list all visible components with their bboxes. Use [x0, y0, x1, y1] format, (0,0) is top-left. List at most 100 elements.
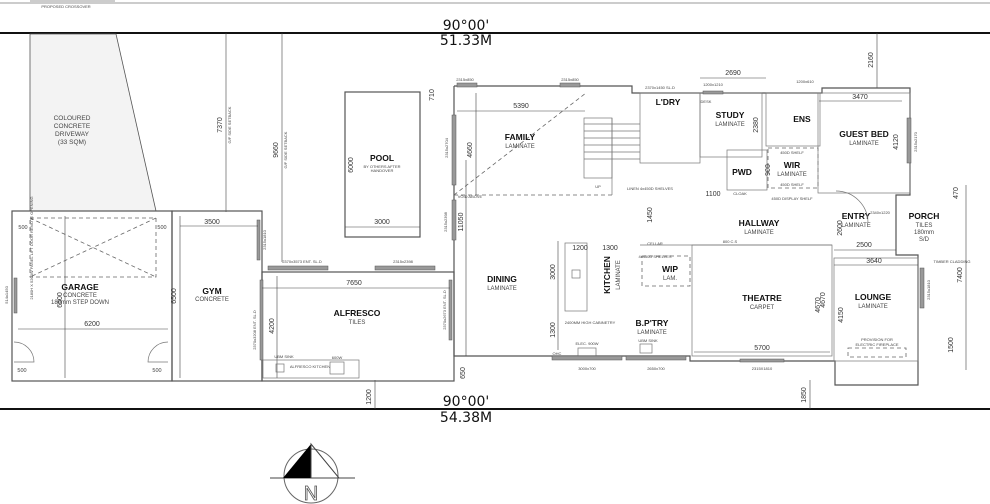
svg-text:1450: 1450: [647, 207, 654, 223]
room-entry: ENTRY LAMINATE 2340x1220 2600 2500: [834, 190, 896, 251]
room-powder: PWD CLOAK 1100: [705, 149, 768, 198]
svg-text:4200: 4200: [269, 318, 276, 334]
svg-text:4670: 4670: [815, 297, 822, 313]
room-hallway: HALLWAY LAMINATE 1450 800 C.S: [640, 207, 832, 246]
svg-text:3000x700: 3000x700: [578, 366, 596, 371]
room-lounge: LOUNGE LAMINATE 3640 4150 4670 PROVISION…: [815, 257, 931, 362]
svg-text:2500: 2500: [856, 242, 872, 249]
svg-text:2315x2170: 2315x2170: [913, 131, 918, 152]
room-family: FAMILY LAMINATE 5390 4660 VOID ABOVE 231…: [429, 77, 640, 199]
svg-text:OHC: OHC: [553, 351, 562, 356]
svg-text:2315x850: 2315x850: [456, 77, 474, 82]
svg-text:3000: 3000: [374, 219, 390, 226]
room-theatre: THEATRE CARPET 5700 4670 2315X1810: [691, 244, 833, 371]
svg-text:2315x2704: 2315x2704: [444, 137, 449, 158]
svg-text:2340x1220: 2340x1220: [870, 210, 891, 215]
svg-text:L'DRY: L'DRY: [656, 97, 681, 107]
room-guest-bed: GUEST BED LAMINATE 3470 4120 2315x2170: [817, 92, 918, 194]
svg-text:COLOURED: COLOURED: [54, 115, 91, 122]
svg-text:(33 SQM): (33 SQM): [58, 139, 86, 146]
svg-text:7400: 7400: [957, 267, 964, 283]
svg-text:LAMINATE: LAMINATE: [777, 172, 807, 178]
svg-text:6500: 6500: [171, 288, 178, 304]
top-boundary: 90°00' 51.33M: [0, 18, 990, 49]
room-wip: WIP LAM. 4x450D SHELVES CELLAR: [638, 241, 691, 287]
svg-text:2370x3573 ENT. SL.D: 2370x3573 ENT. SL.D: [282, 259, 322, 264]
svg-text:TILES: TILES: [916, 223, 933, 229]
bottom-bearing: 90°00': [443, 394, 489, 410]
svg-text:600W: 600W: [332, 355, 343, 360]
room-gym: GYM CONCRETE 3500 6500 2315x1810: [171, 210, 267, 382]
svg-text:2380: 2380: [753, 117, 760, 133]
svg-text:450D DISPLAY SHELF: 450D DISPLAY SHELF: [771, 196, 813, 201]
svg-text:CARPET: CARPET: [750, 305, 775, 311]
svg-text:DINING: DINING: [487, 274, 517, 284]
svg-text:450D SHELF: 450D SHELF: [780, 150, 804, 155]
north-arrow-icon: N: [270, 442, 355, 504]
svg-text:LAMINATE: LAMINATE: [505, 144, 535, 150]
top-length: 51.33M: [440, 33, 492, 49]
svg-text:2315x850: 2315x850: [561, 77, 579, 82]
svg-text:2650x700: 2650x700: [647, 366, 665, 371]
svg-text:BY OTHERS AFTER: BY OTHERS AFTER: [363, 164, 400, 169]
svg-text:HANDOVER: HANDOVER: [371, 168, 394, 173]
svg-text:LAMINATE: LAMINATE: [637, 330, 667, 336]
pool-label: POOL: [370, 153, 394, 163]
svg-text:PWD: PWD: [732, 167, 752, 177]
svg-text:900: 900: [765, 164, 772, 176]
svg-text:LAMINATE: LAMINATE: [487, 286, 517, 292]
room-garage: GARAGE CONCRETE 180mm STEP DOWN 6200 650…: [4, 196, 173, 382]
svg-text:1500: 1500: [948, 337, 955, 353]
svg-text:DRIVEWAY: DRIVEWAY: [55, 131, 90, 138]
svg-text:TILES: TILES: [349, 320, 366, 326]
svg-text:THEATRE: THEATRE: [742, 293, 782, 303]
room-porch: PORCH TILES 180mm S/D 470 7400 1500 TIMB…: [909, 185, 970, 370]
top-bearing: 90°00': [443, 18, 489, 34]
svg-text:2315x1810: 2315x1810: [262, 229, 267, 250]
svg-text:710: 710: [429, 89, 436, 101]
svg-text:1200: 1200: [366, 389, 373, 405]
svg-text:2400MM HIGH CABINETRY: 2400MM HIGH CABINETRY: [565, 320, 616, 325]
svg-text:470: 470: [953, 187, 960, 199]
svg-text:LAMINATE: LAMINATE: [858, 304, 888, 310]
svg-text:450D SHELF: 450D SHELF: [780, 182, 804, 187]
svg-text:LOUNGE: LOUNGE: [855, 292, 892, 302]
svg-text:4150: 4150: [838, 307, 845, 323]
svg-text:6200: 6200: [84, 321, 100, 328]
svg-text:S/D: S/D: [919, 237, 930, 243]
svg-text:CLOAK: CLOAK: [733, 191, 747, 196]
svg-text:7650: 7650: [346, 280, 362, 287]
svg-text:514x1450: 514x1450: [4, 285, 9, 303]
svg-text:ALFRESCO KITCHEN: ALFRESCO KITCHEN: [290, 364, 330, 369]
svg-text:WIP: WIP: [662, 264, 678, 274]
svg-text:2370x3208 ENT. SL.D: 2370x3208 ENT. SL.D: [252, 310, 257, 350]
svg-text:6000: 6000: [348, 157, 355, 173]
svg-text:500: 500: [18, 225, 27, 231]
svg-text:800 C.S: 800 C.S: [723, 239, 738, 244]
svg-text:650: 650: [460, 367, 467, 379]
svg-text:3470: 3470: [852, 94, 868, 101]
svg-text:1200x1210: 1200x1210: [703, 82, 724, 87]
driveway: COLOURED CONCRETE DRIVEWAY (33 SQM): [29, 33, 157, 212]
svg-text:2600: 2600: [837, 220, 844, 236]
svg-text:B.P'TRY: B.P'TRY: [636, 318, 669, 328]
svg-text:LAMINATE: LAMINATE: [715, 122, 745, 128]
svg-text:GYM: GYM: [202, 286, 221, 296]
setback-lines: 7370 G/F SIDE SETBACK 9660 G/F SIDE SETB…: [217, 33, 878, 409]
svg-text:CONCRETE: CONCRETE: [195, 297, 229, 303]
north-label: N: [304, 483, 318, 504]
svg-text:UBM SINK: UBM SINK: [274, 354, 294, 359]
svg-text:4670: 4670: [820, 292, 827, 308]
svg-text:WIR: WIR: [784, 160, 801, 170]
svg-text:3000: 3000: [550, 264, 557, 280]
svg-text:PROVISION FOR: PROVISION FOR: [861, 337, 893, 342]
svg-text:ELEC. 900W: ELEC. 900W: [575, 341, 598, 346]
svg-text:ALFRESCO: ALFRESCO: [334, 308, 381, 318]
bottom-boundary: 90°00' 54.38M: [0, 394, 990, 426]
svg-text:1300: 1300: [550, 322, 557, 338]
room-butlers-pantry: B.P'TRY LAMINATE UBM SINK 2650x700: [625, 318, 687, 371]
room-wir: WIR LAMINATE 450D SHELF 450D SHELF 450D …: [765, 147, 819, 201]
room-alfresco: 7650 ALFRESCO TILES 4200 UBM SINK ALFRES…: [252, 259, 455, 382]
svg-text:180mm STEP DOWN: 180mm STEP DOWN: [51, 300, 109, 306]
